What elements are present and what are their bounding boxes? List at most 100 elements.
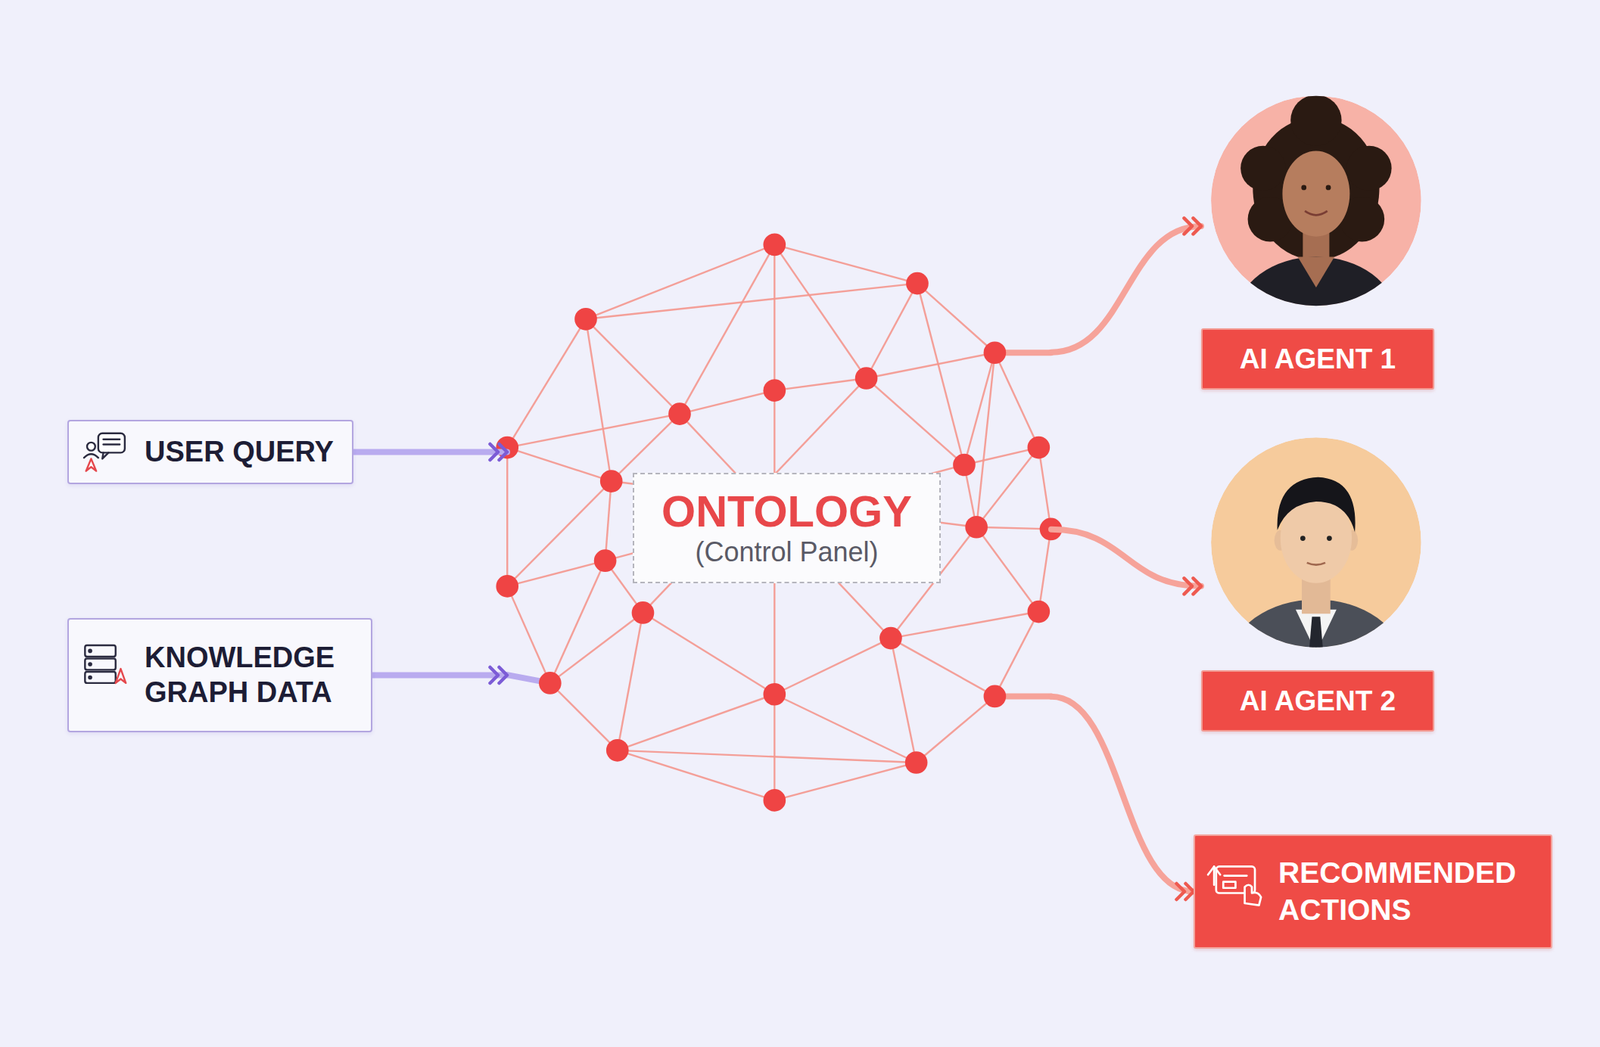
network-edge [866,283,918,379]
data-icon [88,676,91,679]
network-edge [507,414,680,448]
network-edge [507,244,1051,800]
network-edge [774,244,918,284]
network-edge [890,638,917,763]
network-dot [600,470,623,493]
query-icon [102,452,109,459]
network-edge [994,612,1039,698]
control-panel-box: ONTOLOGY(Control Panel) [632,473,941,584]
agent-photo [1346,146,1392,191]
network-edge [617,750,776,801]
network-edge [507,586,551,684]
network-edge [917,283,965,466]
flow-connector [1051,529,1202,587]
network-dot [983,341,1007,365]
node-label: ONTOLOGY [661,487,913,536]
node-label: AI AGENT 2 [1239,685,1396,718]
query-icon [103,443,121,446]
network-edge [617,694,776,751]
agent-label-box: AI AGENT 1 [1201,328,1435,390]
data-icon [84,645,116,657]
network-edge [507,319,586,449]
network-edge [550,560,606,684]
agent-photo [1304,211,1328,215]
network-dot [762,789,786,813]
network-edge [617,613,644,751]
network-edge [585,244,775,319]
network-edge [916,696,996,763]
agent-photo [1326,535,1333,542]
network-dot [905,751,928,775]
agent-photo [1307,563,1326,566]
network-dot [762,379,786,402]
network-edge [617,750,917,763]
node-label: USER QUERY [144,435,334,471]
network-dot [952,454,976,477]
network-edge [642,613,775,695]
network-dot [762,683,786,707]
network-dot [879,627,903,651]
query-icon [84,433,125,472]
network-edge [1038,448,1051,530]
network-edge [994,352,1039,448]
action-box: RECOMMENDED ACTIONS [1193,834,1553,950]
network-dot [1027,436,1051,460]
network-edge [507,560,605,587]
network-edge [550,683,618,751]
network-dot [495,233,1062,813]
network-dot [983,685,1007,709]
network-edge [585,319,612,482]
agent-photo [1236,257,1396,376]
network-edge [866,352,996,379]
agent-card: AI AGENT 1 [1201,96,1435,390]
input-box: KNOWLEDGE GRAPH DATA [67,618,373,733]
agent-card: AI AGENT 2 [1201,437,1435,732]
data-icon [88,650,91,653]
node-label: (Control Panel) [694,535,878,570]
actions-icon [1223,882,1236,889]
network-dot [538,672,562,695]
network-edge [679,390,775,415]
query-icon [84,454,99,458]
network-edge [866,378,965,466]
network-edge [585,283,918,320]
network-edge [507,448,611,482]
network-edge [890,612,1039,639]
node-label: AI AGENT 1 [1239,343,1396,376]
data-icon [84,659,116,671]
network-dot [964,516,988,539]
query-icon [86,458,97,471]
node-label: KNOWLEDGE GRAPH DATA [144,641,353,710]
network-edge [774,244,866,379]
network-edge [774,762,916,801]
flow-stub [507,352,1051,697]
agent-photo [1326,185,1332,191]
network-edge [605,481,612,561]
agent-photo [1282,150,1350,237]
query-icon [98,433,125,454]
network-edge [890,638,995,698]
agent-photo [1290,94,1342,146]
network-dot [762,233,786,257]
data-icon [88,663,91,666]
flow-connector [1051,697,1194,893]
data-icon [84,672,116,684]
agent-photo [1300,535,1306,542]
network-edge [964,352,995,465]
network-dot [905,272,929,296]
network-edge [976,527,1039,613]
input-box: USER QUERY [67,420,354,485]
actions-icon [1207,866,1261,906]
network-dot [855,367,878,390]
node-label: RECOMMENDED ACTIONS [1278,855,1536,930]
flow-connector [353,449,508,456]
network-edge [611,414,680,482]
network-edge [774,638,891,695]
network-edge [976,448,1039,528]
agent-photo [1301,185,1307,191]
query-icon [103,438,121,441]
network-edge [774,694,916,763]
network-dot [606,739,629,763]
network-dot [631,601,655,625]
